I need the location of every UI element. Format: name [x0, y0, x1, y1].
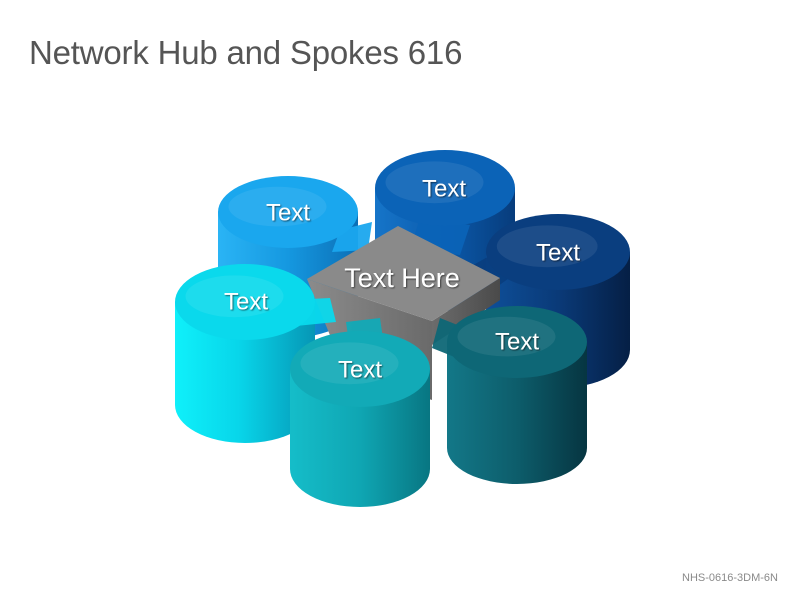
- spoke-cylinder-5: Text: [432, 306, 587, 484]
- hub-label: Text Here: [344, 263, 460, 293]
- diagram-code: NHS-0616-3DM-6N: [682, 572, 778, 584]
- spoke-label-5: Text: [495, 328, 539, 355]
- spoke-label-6: Text: [338, 356, 382, 383]
- page-title: Network Hub and Spokes 616: [29, 34, 463, 71]
- spoke-label-3: Text: [536, 239, 580, 266]
- spoke-cylinder-4: Text: [175, 264, 336, 443]
- spoke-label-4: Text: [224, 288, 268, 315]
- spoke-cylinder-6: Text: [290, 318, 430, 507]
- spoke-label-2: Text: [422, 175, 466, 202]
- spoke-label-1: Text: [266, 199, 310, 226]
